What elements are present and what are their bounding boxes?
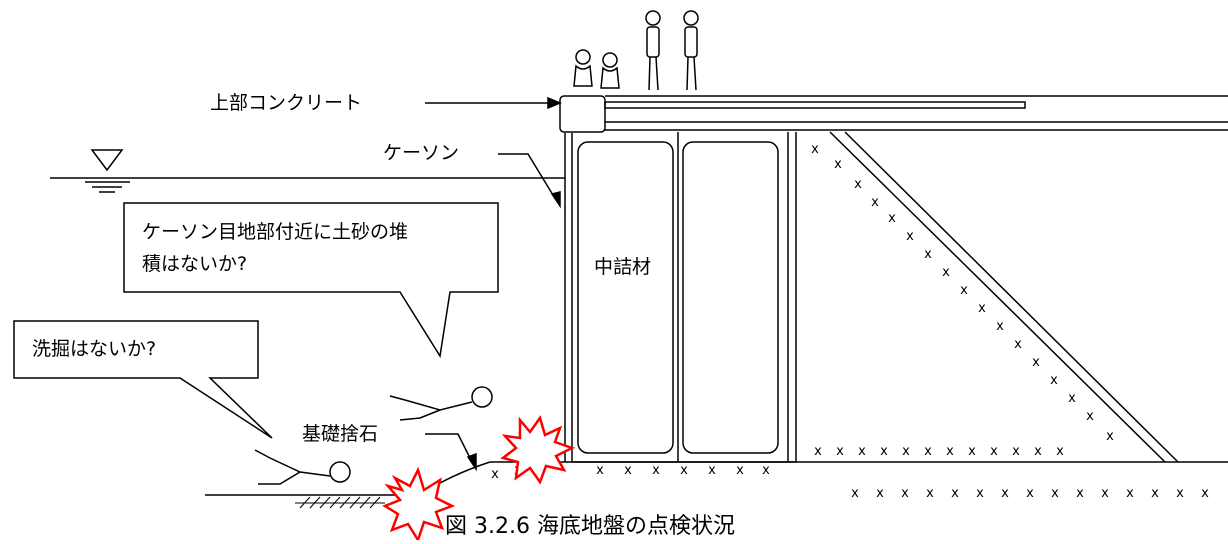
svg-text:x: x	[1201, 486, 1209, 501]
diver-figure-icon	[254, 386, 493, 485]
svg-text:x: x	[624, 463, 632, 478]
svg-text:x: x	[1126, 486, 1134, 501]
svg-text:x: x	[871, 195, 879, 210]
svg-text:x: x	[814, 444, 822, 459]
upper-concrete-label: 上部コンクリート	[210, 92, 363, 114]
svg-text:x: x	[1086, 409, 1094, 424]
svg-text:x: x	[924, 247, 932, 262]
svg-text:x: x	[680, 463, 688, 478]
filling-label: 中詰材	[594, 256, 652, 278]
figure-caption: 図 3.2.6 海底地盤の点検状況	[445, 514, 735, 539]
svg-text:x: x	[1034, 444, 1042, 459]
bubble-scour	[13, 320, 273, 439]
svg-text:x: x	[942, 265, 950, 280]
svg-text:x: x	[851, 486, 859, 501]
bubble-caisson-joint-text: ケーソン目地部付近に土砂の堆 積はないか?	[142, 216, 408, 280]
svg-text:x: x	[1056, 444, 1064, 459]
bubble-caisson-joint-line1: ケーソン目地部付近に土砂の堆	[142, 221, 409, 243]
svg-text:x: x	[996, 319, 1004, 334]
svg-text:x: x	[596, 463, 604, 478]
svg-text:x: x	[1014, 337, 1022, 352]
svg-text:x: x	[951, 486, 959, 501]
alert-burst-icon	[382, 415, 576, 543]
svg-text:x: x	[902, 444, 910, 459]
svg-text:x: x	[960, 283, 968, 298]
svg-text:x: x	[1026, 486, 1034, 501]
bubble-caisson-joint-line2: 積はないか?	[142, 253, 248, 275]
svg-text:x: x	[1050, 373, 1058, 388]
svg-text:x: x	[926, 486, 934, 501]
speech-bubbles	[13, 202, 499, 439]
svg-text:x: x	[976, 486, 984, 501]
svg-text:x: x	[880, 444, 888, 459]
svg-text:x: x	[708, 463, 716, 478]
svg-text:x: x	[834, 157, 842, 172]
svg-text:x: x	[1176, 486, 1184, 501]
svg-text:x: x	[1101, 486, 1109, 501]
svg-text:x: x	[491, 467, 499, 482]
svg-text:x: x	[1106, 429, 1114, 444]
bubble-caisson-joint	[123, 202, 499, 359]
svg-text:x: x	[1076, 486, 1084, 501]
bubble-scour-text: 洗掘はないか?	[32, 338, 157, 360]
svg-text:x: x	[906, 229, 914, 244]
svg-text:x: x	[1068, 391, 1076, 406]
svg-text:x: x	[1151, 486, 1159, 501]
svg-text:x: x	[1012, 444, 1020, 459]
svg-text:x: x	[1051, 486, 1059, 501]
svg-text:x: x	[652, 463, 660, 478]
svg-text:x: x	[924, 444, 932, 459]
svg-text:x: x	[888, 211, 896, 226]
svg-text:x: x	[1001, 486, 1009, 501]
water-level-icon	[85, 149, 130, 193]
svg-text:x: x	[836, 444, 844, 459]
svg-text:x: x	[858, 444, 866, 459]
svg-text:x: x	[990, 444, 998, 459]
caisson-label: ケーソン	[383, 142, 460, 164]
svg-text:x: x	[762, 463, 770, 478]
svg-text:x: x	[978, 301, 986, 316]
svg-text:x: x	[901, 486, 909, 501]
seabed	[205, 461, 1228, 509]
leader-arrows	[425, 96, 562, 472]
svg-text:x: x	[946, 444, 954, 459]
inspector-figure-icon	[573, 10, 699, 91]
foundation-rubble-label: 基礎捨石	[302, 423, 379, 445]
svg-text:x: x	[876, 486, 884, 501]
svg-text:x: x	[968, 444, 976, 459]
svg-text:x: x	[736, 463, 744, 478]
caisson-structure	[559, 95, 1228, 463]
svg-text:x: x	[811, 142, 819, 157]
svg-text:x: x	[854, 177, 862, 192]
svg-text:x: x	[1032, 355, 1040, 370]
